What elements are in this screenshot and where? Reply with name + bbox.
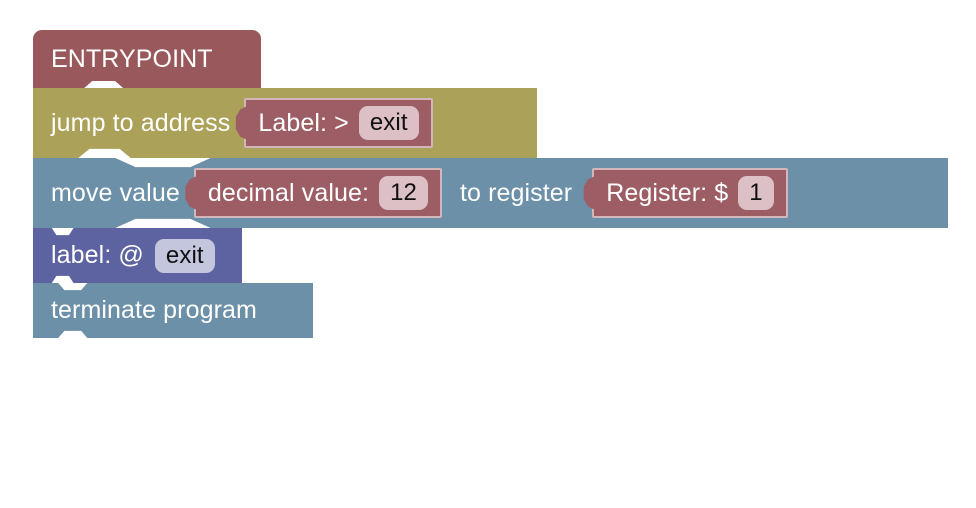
block-move-value-mid-label: to register xyxy=(459,178,573,207)
input-label-operand[interactable]: Label: > exit xyxy=(244,98,433,148)
block-terminate-program[interactable]: terminate program xyxy=(33,283,313,338)
field-register-number[interactable]: 1 xyxy=(738,176,774,210)
block-move-value[interactable]: move value decimal value: 12 to register… xyxy=(33,158,948,228)
input-register-operand[interactable]: Register: $ 1 xyxy=(592,168,788,218)
field-label-name[interactable]: exit xyxy=(154,238,215,273)
field-jump-label-value[interactable]: exit xyxy=(358,106,419,140)
input-decimal-value-text: decimal value: xyxy=(207,178,370,207)
block-jump-to-address-label: jump to address xyxy=(51,108,231,137)
block-move-value-label: move value xyxy=(51,178,180,207)
input-register-text: Register: $ xyxy=(606,178,729,207)
block-terminate-program-label: terminate program xyxy=(51,296,257,324)
input-decimal-value-operand[interactable]: decimal value: 12 xyxy=(193,168,442,218)
block-label-definition[interactable]: label: @ exit xyxy=(33,228,242,283)
block-entrypoint[interactable]: ENTRYPOINT xyxy=(33,30,261,88)
field-decimal-value[interactable]: 12 xyxy=(379,176,428,210)
input-label-operand-text: Label: > xyxy=(258,108,349,137)
block-entrypoint-label: ENTRYPOINT xyxy=(51,44,213,73)
block-jump-to-address[interactable]: jump to address Label: > exit xyxy=(33,88,537,158)
block-label-definition-label: label: @ xyxy=(51,241,144,269)
